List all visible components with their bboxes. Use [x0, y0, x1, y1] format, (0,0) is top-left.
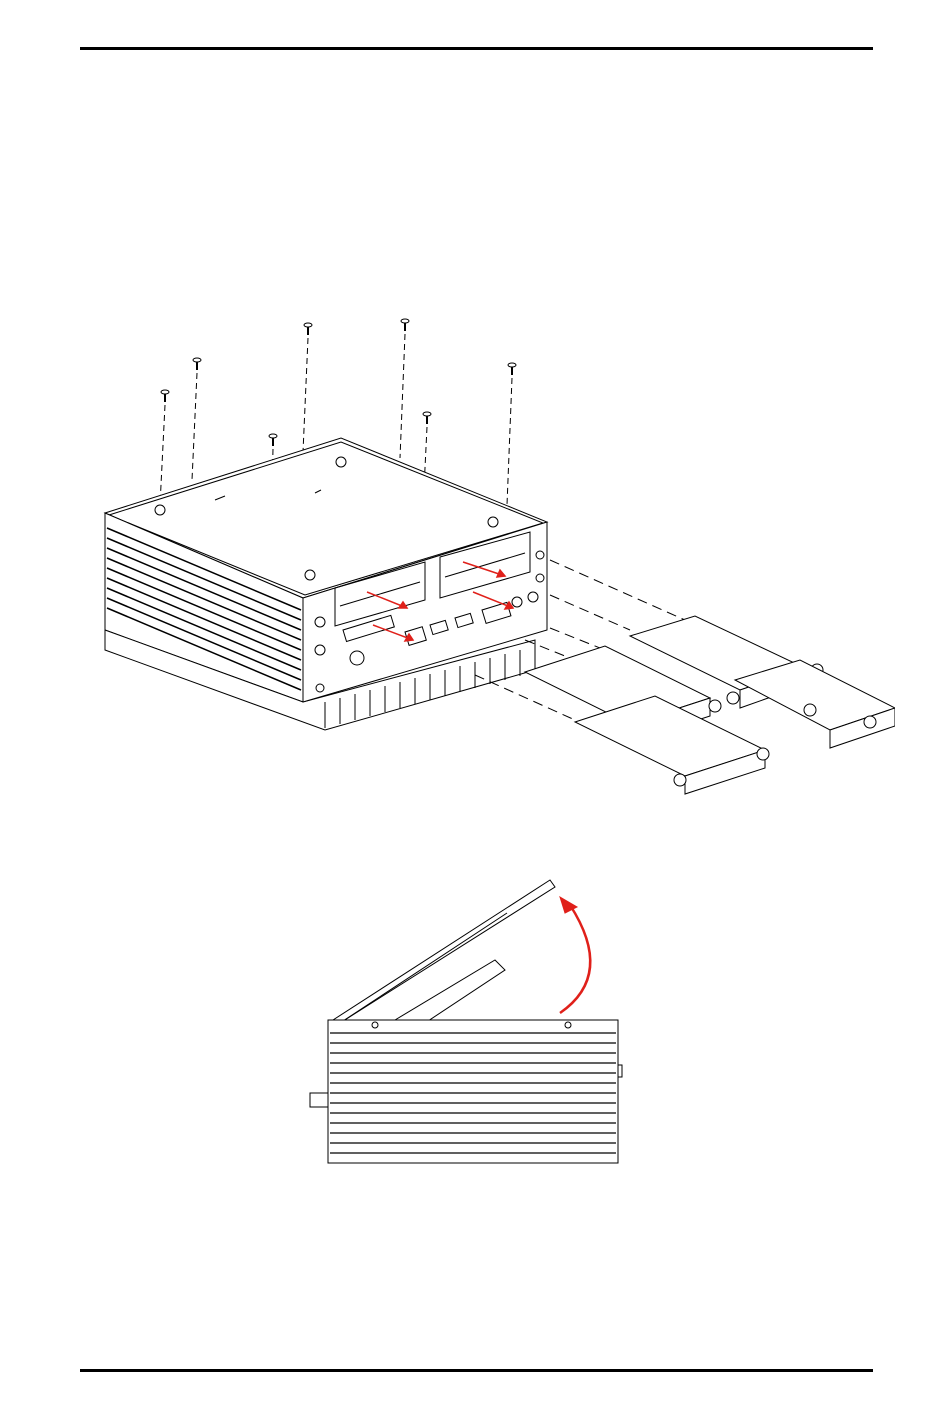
header-rule	[80, 47, 873, 50]
exploded-view-figure	[95, 310, 895, 800]
tray-2	[735, 660, 895, 748]
side-view-figure	[295, 875, 635, 1170]
footer-rule	[80, 1369, 873, 1372]
drive-bay-exploded-icon	[95, 310, 895, 800]
lid-open-arrow-icon	[295, 875, 635, 1170]
